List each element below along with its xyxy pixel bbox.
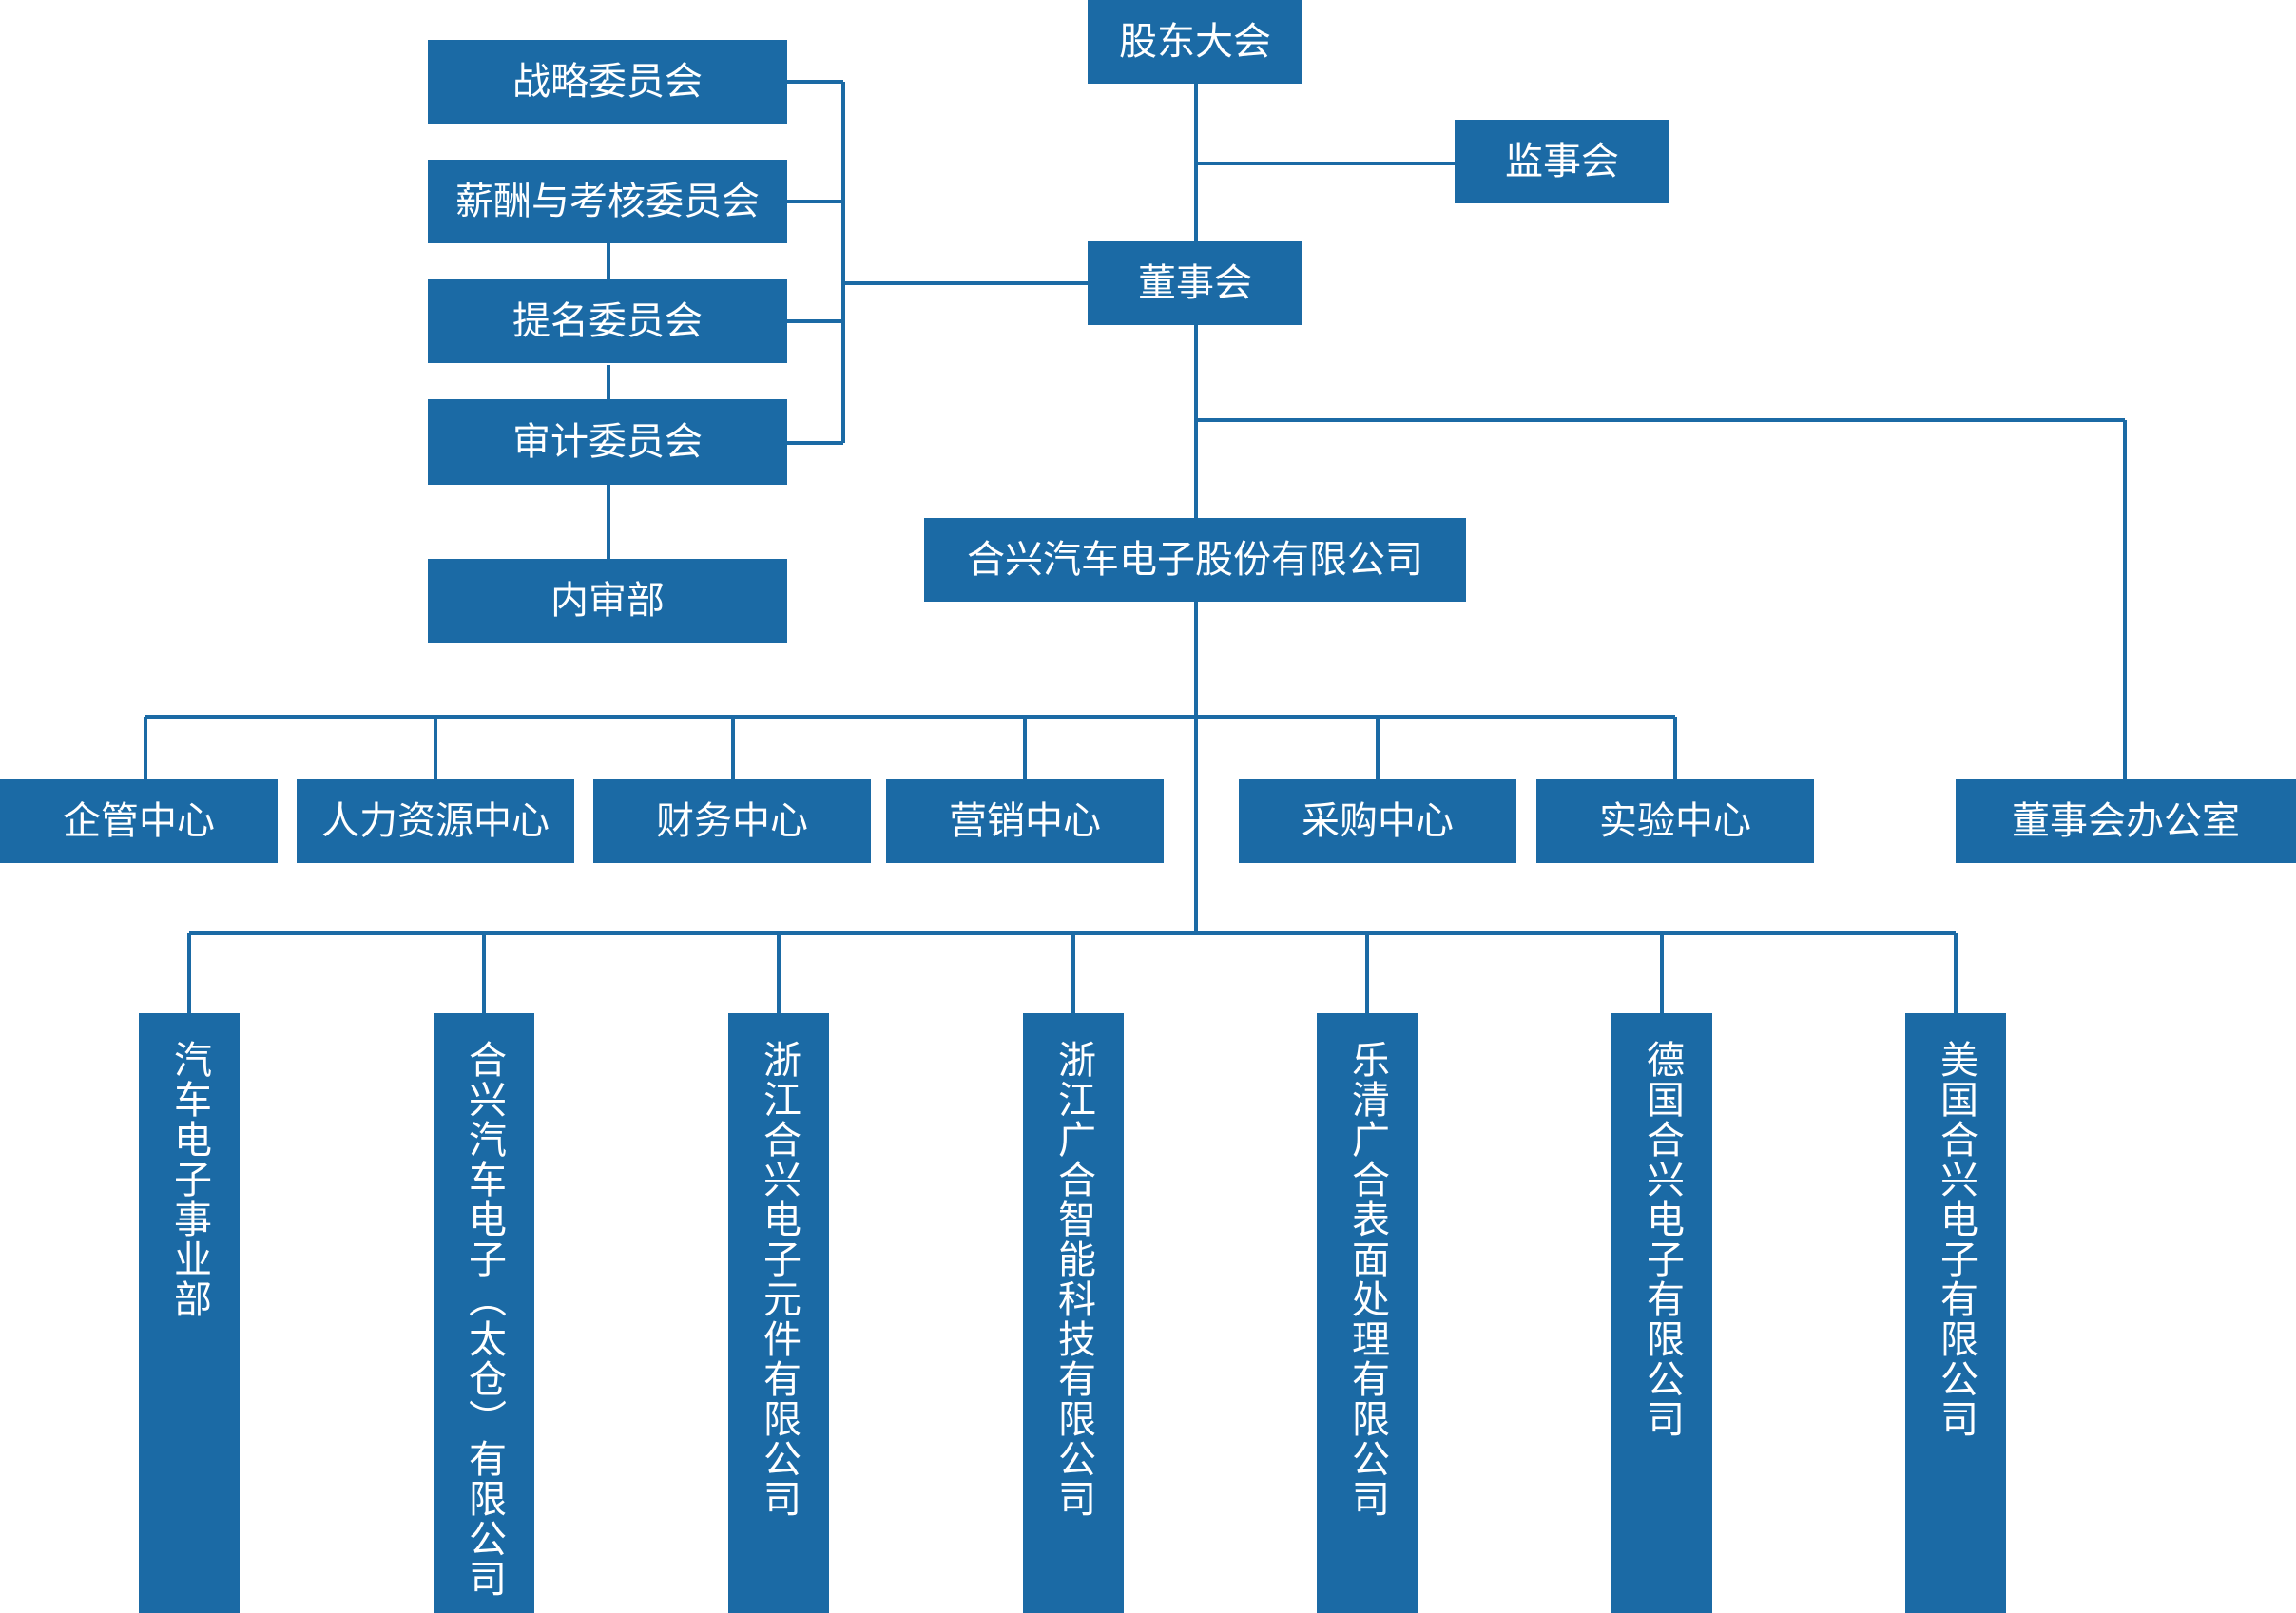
subsidiary-box: 浙江合兴电子元件有限公司 bbox=[728, 1013, 829, 1613]
nomination-committee-label: 提名委员会 bbox=[512, 299, 703, 343]
supervisory-board-label: 监事会 bbox=[1505, 140, 1619, 183]
subsidiary-label: 德国合兴电子有限公司 bbox=[1640, 1040, 1684, 1439]
shareholders-meeting-label: 股东大会 bbox=[1119, 20, 1271, 64]
shareholders-meeting-box: 股东大会 bbox=[1088, 0, 1302, 84]
subsidiary-box: 美国合兴电子有限公司 bbox=[1905, 1013, 2006, 1613]
center-box: 营销中心 bbox=[886, 779, 1164, 863]
compensation-committee-label: 薪酬与考核委员会 bbox=[455, 180, 760, 223]
subsidiary-label: 美国合兴电子有限公司 bbox=[1934, 1040, 1978, 1439]
strategy-committee-box: 战略委员会 bbox=[428, 40, 787, 124]
center-box: 人力资源中心 bbox=[297, 779, 574, 863]
center-label: 人力资源中心 bbox=[321, 799, 550, 843]
internal-audit-box: 内审部 bbox=[428, 559, 787, 643]
center-label: 企管中心 bbox=[63, 799, 215, 843]
audit-committee-label: 审计委员会 bbox=[512, 420, 703, 464]
company-box: 合兴汽车电子股份有限公司 bbox=[924, 518, 1466, 602]
nomination-committee-box: 提名委员会 bbox=[428, 279, 787, 363]
center-label: 采购中心 bbox=[1302, 799, 1454, 843]
audit-committee-box: 审计委员会 bbox=[428, 399, 787, 485]
board-office-label: 董事会办公室 bbox=[2012, 799, 2240, 843]
center-label: 营销中心 bbox=[949, 799, 1101, 843]
subsidiary-label: 汽车电子事业部 bbox=[167, 1040, 211, 1319]
subsidiary-box: 乐清广合表面处理有限公司 bbox=[1317, 1013, 1418, 1613]
internal-audit-label: 内审部 bbox=[550, 579, 665, 623]
subsidiary-label: 合兴汽车电子（太仓）有限公司 bbox=[462, 1040, 506, 1599]
subsidiary-box: 合兴汽车电子（太仓）有限公司 bbox=[434, 1013, 534, 1613]
center-box: 采购中心 bbox=[1239, 779, 1516, 863]
center-box: 企管中心 bbox=[0, 779, 278, 863]
strategy-committee-label: 战略委员会 bbox=[512, 60, 703, 104]
center-box: 财务中心 bbox=[593, 779, 871, 863]
supervisory-board-box: 监事会 bbox=[1455, 120, 1669, 203]
subsidiary-label: 浙江广合智能科技有限公司 bbox=[1052, 1040, 1095, 1519]
board-of-directors-box: 董事会 bbox=[1088, 241, 1302, 325]
subsidiary-label: 乐清广合表面处理有限公司 bbox=[1345, 1040, 1389, 1519]
board-of-directors-label: 董事会 bbox=[1138, 261, 1252, 305]
center-label: 财务中心 bbox=[656, 799, 808, 843]
center-label: 实验中心 bbox=[1599, 799, 1751, 843]
subsidiary-box: 汽车电子事业部 bbox=[139, 1013, 240, 1613]
subsidiary-box: 浙江广合智能科技有限公司 bbox=[1023, 1013, 1124, 1613]
subsidiary-box: 德国合兴电子有限公司 bbox=[1611, 1013, 1712, 1613]
company-label: 合兴汽车电子股份有限公司 bbox=[967, 538, 1423, 582]
subsidiary-label: 浙江合兴电子元件有限公司 bbox=[757, 1040, 801, 1519]
board-office-box: 董事会办公室 bbox=[1956, 779, 2296, 863]
center-box: 实验中心 bbox=[1536, 779, 1814, 863]
compensation-committee-box: 薪酬与考核委员会 bbox=[428, 160, 787, 243]
